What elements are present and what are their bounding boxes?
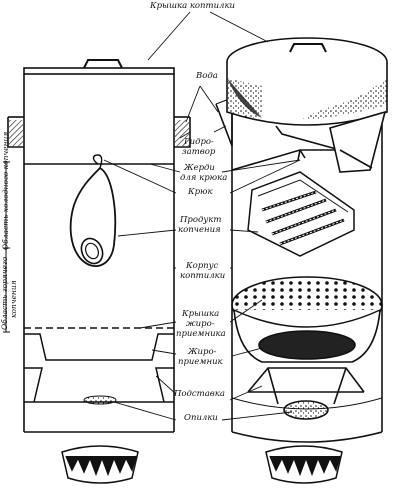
lid-handle bbox=[83, 59, 123, 69]
right-stand bbox=[247, 367, 365, 393]
label-hydro-seal-2: затвор bbox=[182, 147, 216, 157]
label-hot-zone-1: Область горячего bbox=[0, 256, 9, 330]
label-hook: Крюк bbox=[188, 187, 213, 197]
label-hot-zone-2: копчения bbox=[9, 280, 18, 318]
label-cold-zone: Область холодного копчения bbox=[1, 131, 10, 250]
right-lid-handle bbox=[289, 43, 327, 53]
water-seal-left bbox=[7, 117, 24, 148]
sawdust-pile bbox=[83, 395, 117, 405]
label-rods-2: для крюка bbox=[180, 173, 228, 183]
label-product-1: Продукт bbox=[180, 215, 222, 225]
right-exploded-view bbox=[215, 37, 388, 443]
label-product-2: копчения bbox=[178, 225, 221, 235]
hook bbox=[92, 154, 103, 169]
burner-right bbox=[265, 445, 343, 484]
label-rods-1: Жерди bbox=[184, 163, 215, 173]
product bbox=[69, 166, 117, 267]
label-fat-pan-1: Жиро- bbox=[188, 347, 217, 357]
label-sawdust: Опилки bbox=[184, 413, 218, 423]
leader-lines bbox=[103, 11, 301, 421]
burner-left bbox=[61, 445, 139, 484]
label-body-1: Корпус bbox=[186, 261, 219, 271]
label-fat-lid-3: приемника bbox=[176, 329, 226, 339]
left-lid bbox=[23, 67, 175, 75]
right-sawdust bbox=[283, 400, 329, 420]
label-water: Вода bbox=[196, 71, 218, 81]
stand bbox=[24, 367, 174, 403]
product-slab bbox=[247, 171, 355, 257]
water-seal-right bbox=[174, 117, 191, 148]
label-fat-pan-2: приемник bbox=[178, 357, 223, 367]
label-body-2: коптилки bbox=[180, 271, 226, 281]
label-stand: Подставка bbox=[174, 389, 225, 399]
label-smoker-lid: Крышка коптилки bbox=[150, 1, 236, 11]
label-fat-lid-2: жиро- bbox=[186, 319, 215, 329]
label-hydro-seal-1: Гидро- bbox=[184, 137, 214, 147]
label-fat-lid-1: Крышка bbox=[182, 309, 220, 319]
fat-pan bbox=[24, 333, 174, 361]
left-cross-section bbox=[3, 59, 191, 433]
